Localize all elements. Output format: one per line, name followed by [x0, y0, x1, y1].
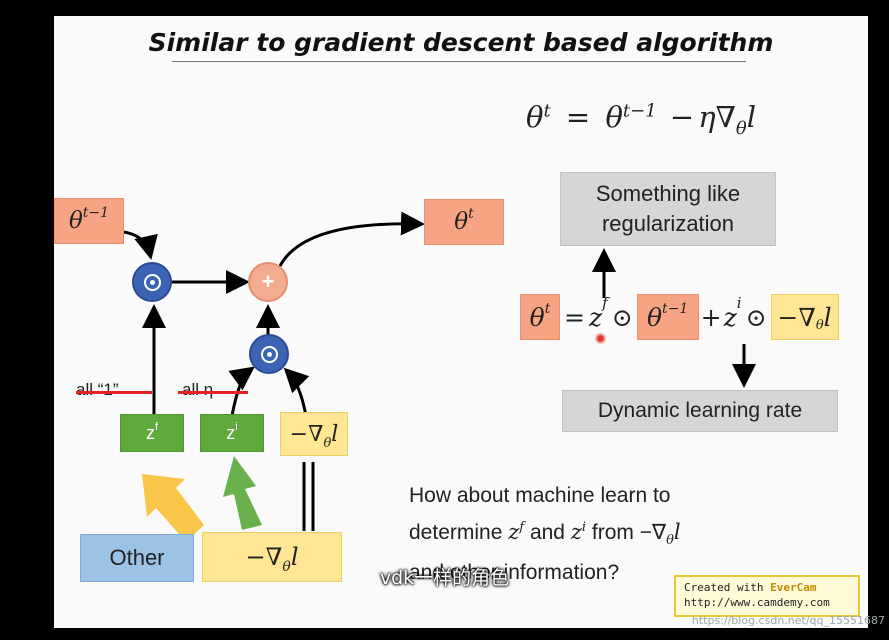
- question-text: How about machine learn to determine zf …: [409, 480, 681, 589]
- zf-label: z: [145, 422, 155, 443]
- credit-url: http://www.camdemy.com: [684, 596, 830, 609]
- green-arrow: [223, 456, 262, 530]
- slide: Similar to gradient descent based algori…: [54, 16, 868, 628]
- all-one-strike: [76, 391, 152, 394]
- eq-sub-theta: θ: [735, 117, 747, 139]
- blog-watermark: https://blog.csdn.net/qq_15551687: [691, 614, 885, 627]
- cursor-pointer-dot: [595, 333, 606, 344]
- plus-node: +: [248, 262, 288, 302]
- diagram-arrows: [123, 211, 756, 542]
- regularization-label: Something like regularization: [595, 181, 741, 236]
- neg-grad-sub: θ: [323, 436, 332, 451]
- eq-theta: θ: [526, 100, 544, 134]
- eq-grad-l: l: [823, 302, 832, 332]
- eq-loss: l: [746, 100, 756, 134]
- credit-brand: EverCam: [770, 581, 817, 594]
- learning-rate-label: Dynamic learning rate: [597, 399, 803, 422]
- eq-grad: −∇: [777, 302, 816, 332]
- eq-minus: −: [669, 100, 695, 134]
- q-determine: determine: [409, 521, 509, 544]
- odot-node-1: [132, 262, 172, 302]
- q-and: and: [524, 521, 571, 544]
- theta-prev-label: θ: [68, 208, 83, 234]
- eq-plus: +: [700, 302, 722, 332]
- q-grad-l: l: [673, 520, 681, 544]
- eq-equals: =: [565, 100, 591, 134]
- title-underline: [172, 61, 746, 62]
- question-line-2: determine zf and zi from −∇θl: [409, 512, 681, 557]
- neg-grad-l: l: [331, 421, 339, 447]
- zf-sup: f: [154, 421, 159, 433]
- all-eta-text: all η: [182, 380, 214, 399]
- eq-theta-prev: θ: [605, 100, 623, 134]
- eq-equals-sign: =: [564, 302, 585, 332]
- arrow-grad-to-odot2: [283, 367, 310, 417]
- q-zf-sup: f: [519, 520, 525, 535]
- neg-grad-bottom-l: l: [290, 543, 299, 571]
- q-zi: z: [570, 520, 582, 544]
- eq-z-f: z: [588, 302, 603, 332]
- other-label: Other: [109, 545, 165, 570]
- question-line-3: and other information?: [409, 561, 620, 585]
- neg-grad-bottom-label: −∇: [245, 543, 283, 571]
- theta-prev-sup: t−1: [82, 205, 110, 221]
- eq-sup-prev: t−1: [622, 100, 657, 122]
- eq-z-i: z: [723, 302, 737, 332]
- neg-grad-bottom-sub: θ: [282, 559, 291, 575]
- eq-theta-t: θ: [529, 302, 545, 332]
- all-one-text: all “1”: [76, 380, 119, 399]
- eq-odot-2: ⊙: [745, 302, 767, 332]
- eq-theta-t-sup: t: [544, 301, 551, 317]
- q-zf: z: [508, 520, 520, 544]
- evercam-credit: Created with EverCam http://www.camdemy.…: [674, 575, 860, 617]
- q-from: from: [586, 521, 640, 544]
- all-eta-strike: [178, 391, 248, 394]
- q-grad-sub: θ: [666, 533, 674, 549]
- eq-z-f-sup: f: [602, 294, 608, 312]
- update-equation: θt = θt−1 −η∇θl: [526, 100, 756, 139]
- eq-theta-prev-sup: t−1: [662, 301, 689, 317]
- video-subtitle: vdk一样的角色: [379, 567, 510, 589]
- plus-label: +: [261, 269, 275, 294]
- question-line-1: How about machine learn to: [409, 484, 671, 507]
- theta-t-label: θ: [454, 209, 469, 235]
- odot-node-2: [249, 334, 289, 374]
- credit-prefix: Created with: [684, 581, 771, 594]
- eq-z-i-sup: i: [736, 294, 742, 312]
- arrow-theta-to-odot1: [123, 230, 158, 260]
- yellow-arrow: [142, 474, 204, 542]
- theta-t-sup: t: [468, 206, 474, 222]
- arrow-plus-to-theta-t: [278, 211, 425, 267]
- eq-theta-prev: θ: [646, 302, 663, 332]
- slide-title: Similar to gradient descent based algori…: [148, 28, 774, 57]
- eq-eta-grad: η∇: [698, 100, 736, 134]
- eq-odot-1: ⊙: [611, 302, 633, 332]
- regularization-box: Something like regularization: [560, 172, 776, 246]
- neg-grad-label: −∇: [289, 421, 324, 447]
- zi-label: z: [226, 422, 236, 443]
- zi-sup: i: [235, 421, 238, 433]
- q-zi-sup: i: [581, 520, 587, 535]
- q-grad: −∇: [639, 521, 667, 544]
- arrow-zi-to-odot2: [228, 366, 255, 417]
- other-box: Other: [80, 534, 194, 582]
- eq-grad-sub: θ: [815, 318, 824, 333]
- learning-rate-box: Dynamic learning rate: [562, 390, 838, 432]
- eq-sup-t: t: [543, 100, 551, 122]
